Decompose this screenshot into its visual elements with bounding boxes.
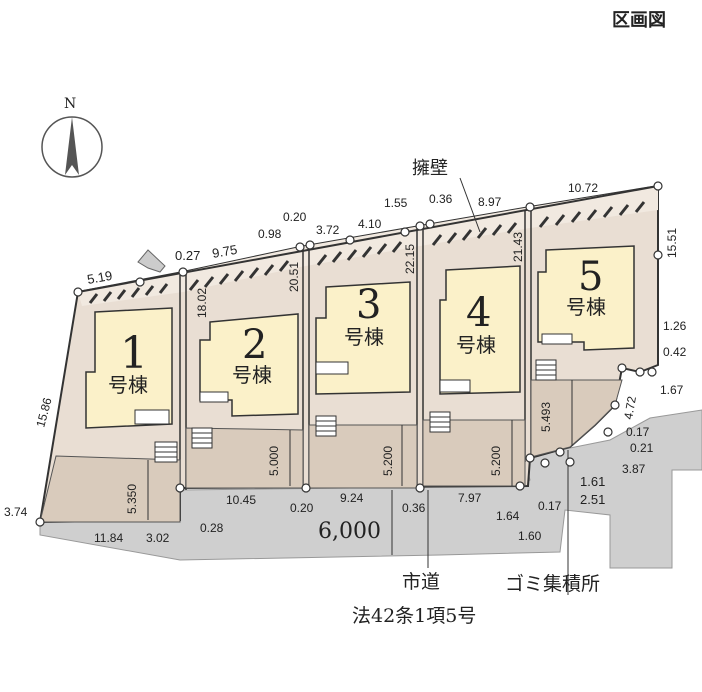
svg-text:0.42: 0.42 [663,345,687,359]
svg-text:0.28: 0.28 [200,521,224,535]
svg-text:号棟: 号棟 [108,373,148,397]
lot-label-2: 2 号棟 [232,322,272,387]
svg-text:8.97: 8.97 [478,195,502,209]
svg-text:0.20: 0.20 [283,210,307,224]
svg-text:5: 5 [578,254,603,300]
garbage-marker [137,249,166,273]
road-law: 法42条1項5号 [352,605,476,627]
svg-text:号棟: 号棟 [344,325,384,349]
svg-text:0.17: 0.17 [626,425,650,439]
svg-text:号棟: 号棟 [232,363,272,387]
svg-text:1.26: 1.26 [663,319,687,333]
svg-text:1: 1 [120,328,148,379]
road-width: 6,000 [318,519,381,544]
dimension-labels: 5.19 0.27 9.75 0.98 0.20 3.72 4.10 1.55 … [4,181,687,545]
svg-text:4.10: 4.10 [358,217,382,231]
house-5 [537,245,635,351]
svg-text:21.43: 21.43 [511,232,525,262]
svg-text:20.51: 20.51 [287,262,301,292]
retaining-wall-band [78,186,658,306]
svg-text:11.84: 11.84 [94,531,123,545]
svg-text:3.87: 3.87 [622,462,646,476]
svg-text:号棟: 号棟 [566,295,606,319]
north-compass [41,116,103,178]
lot-label-3: 3 号棟 [344,282,384,349]
road-name: 市道 [402,571,440,593]
garbage-label: ゴミ集積所 [505,573,600,595]
lot-label-4: 4 号棟 [456,290,496,357]
svg-text:号棟: 号棟 [456,333,496,357]
svg-text:3: 3 [356,282,381,328]
svg-text:1.67: 1.67 [660,383,684,397]
svg-text:7.97: 7.97 [458,491,482,505]
svg-text:3.74: 3.74 [4,505,28,519]
svg-text:5.200: 5.200 [489,446,503,476]
house-2 [199,313,299,417]
svg-text:3.02: 3.02 [146,531,170,545]
svg-text:0.27: 0.27 [175,248,200,263]
svg-text:0.36: 0.36 [429,192,453,206]
svg-text:5.19: 5.19 [86,268,114,287]
svg-text:5.200: 5.200 [381,446,395,476]
svg-text:9.75: 9.75 [211,242,239,261]
svg-text:0.21: 0.21 [630,441,654,455]
svg-text:1.55: 1.55 [384,196,408,210]
lot-label-5: 5 号棟 [566,254,606,319]
svg-text:10.45: 10.45 [226,493,256,507]
svg-text:4: 4 [466,290,491,336]
house-1 [85,307,173,429]
svg-text:1.61: 1.61 [580,474,605,489]
retaining-wall-label: 擁壁 [412,158,448,179]
svg-text:15.51: 15.51 [665,228,679,258]
svg-text:18.02: 18.02 [195,288,209,318]
svg-text:0.20: 0.20 [290,501,314,515]
svg-text:0.17: 0.17 [538,499,562,513]
svg-text:2.51: 2.51 [580,492,605,507]
svg-text:0.98: 0.98 [258,227,282,241]
house-4 [439,265,521,395]
svg-text:5.350: 5.350 [125,484,139,514]
lot-label-1: 1 号棟 [108,328,148,397]
svg-text:22.15: 22.15 [403,244,417,274]
svg-text:10.72: 10.72 [568,181,598,195]
svg-text:15.86: 15.86 [33,396,54,429]
svg-text:0.36: 0.36 [402,501,426,515]
svg-text:5.493: 5.493 [539,402,553,432]
svg-text:4.72: 4.72 [621,395,639,421]
svg-text:3.72: 3.72 [316,223,340,237]
page-title: 区画図 [612,10,666,31]
north-label: N [64,96,76,112]
svg-text:5.000: 5.000 [267,446,281,476]
svg-text:1.64: 1.64 [496,509,520,523]
svg-text:1.60: 1.60 [518,529,542,543]
svg-text:2: 2 [242,322,267,368]
svg-text:9.24: 9.24 [340,491,364,505]
